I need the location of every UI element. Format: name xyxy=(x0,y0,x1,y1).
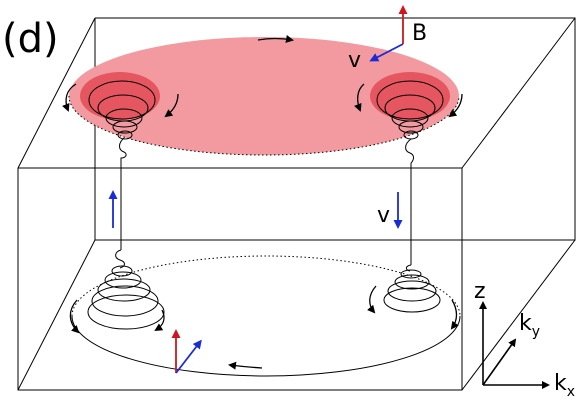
vortex-bottom-right xyxy=(383,264,441,313)
bottom-loop-front xyxy=(71,315,461,377)
top-disc-fill xyxy=(69,37,459,155)
vortex-core-left xyxy=(80,72,160,120)
vortex-top-right xyxy=(376,80,444,164)
axes xyxy=(479,301,550,389)
arrow-top-surface xyxy=(257,35,294,43)
vector-v-top xyxy=(369,43,404,62)
bottom-surface-loop xyxy=(71,255,461,377)
vector-v-bottom xyxy=(175,339,202,374)
label-B: B xyxy=(412,21,427,46)
vortex-bottom-left xyxy=(87,249,165,330)
arrow-vortex-tl-left xyxy=(62,83,77,112)
panel-label: (d) xyxy=(2,16,59,62)
label-v-right: v xyxy=(377,203,390,228)
arrow-vortex-br-right xyxy=(450,299,459,330)
label-axis-ky: ky xyxy=(519,311,540,340)
arrow-vortex-tr-right xyxy=(448,93,463,118)
box-front-edges xyxy=(17,167,463,391)
vectors xyxy=(108,5,408,374)
arrow-vortex-bl-left xyxy=(69,299,80,334)
axis-ky xyxy=(482,338,517,386)
arrow-bottom-surface xyxy=(228,361,263,370)
label-axis-kx: kx xyxy=(554,371,575,400)
arrow-vortex-tr-left xyxy=(354,83,365,112)
box-back-edges xyxy=(17,17,576,391)
arrow-vortex-br-left xyxy=(367,285,377,314)
bottom-loop-back-dotted xyxy=(71,255,461,317)
vortex-threads xyxy=(120,163,412,265)
vortex-top-left xyxy=(88,80,156,165)
label-axis-z: z xyxy=(474,279,486,304)
circulation-arrows xyxy=(62,35,463,370)
arrow-vortex-tl-right xyxy=(164,93,179,118)
top-surface-disc xyxy=(68,37,460,156)
top-disc-dotted-front xyxy=(68,95,460,156)
arrow-vortex-bl-right xyxy=(154,309,165,332)
vortex-core-right xyxy=(370,72,450,120)
label-v-top: v xyxy=(348,48,361,73)
